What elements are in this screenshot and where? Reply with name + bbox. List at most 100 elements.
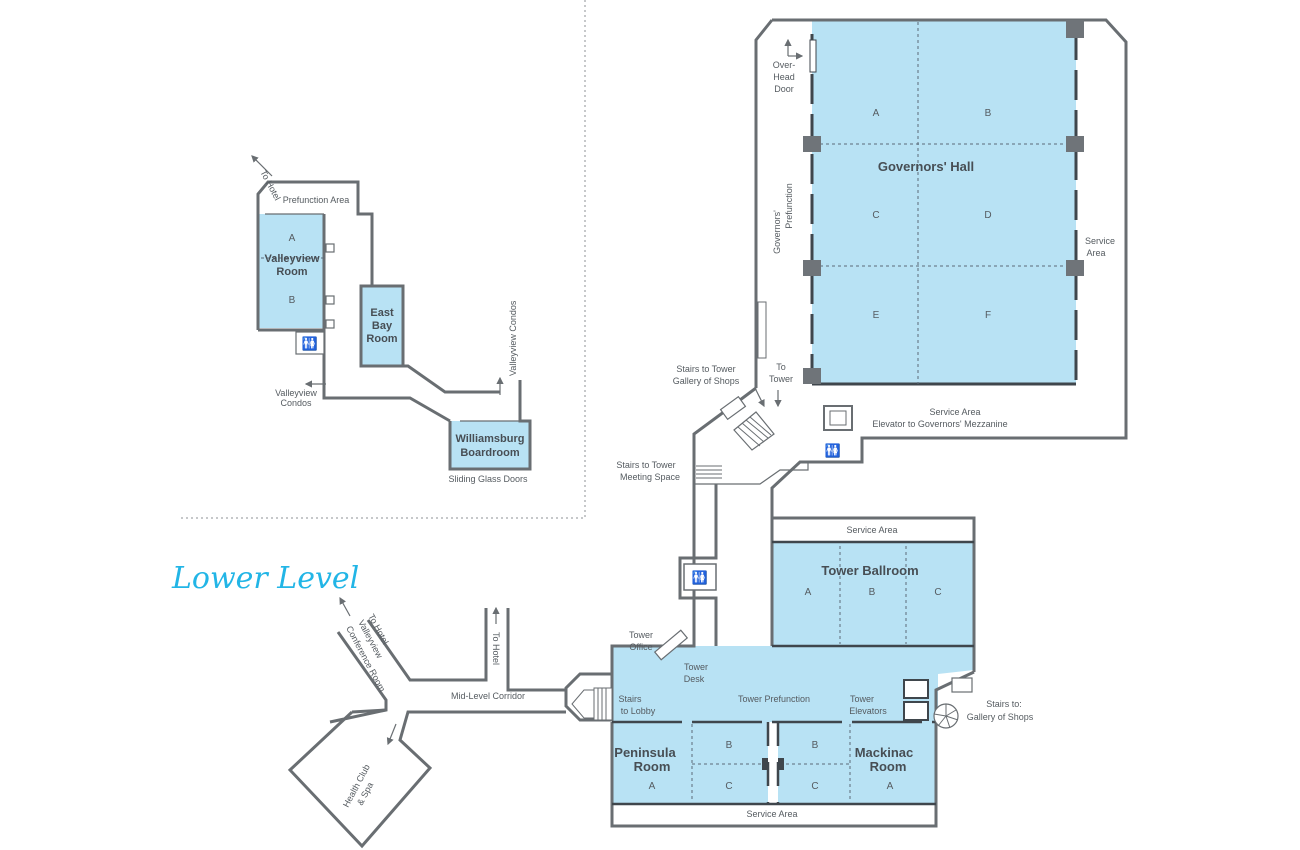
ballroom-section-a: A [805, 587, 812, 598]
pillar-4 [1066, 260, 1084, 276]
gov-section-f: F [985, 310, 991, 321]
corridor-wall-upper [403, 364, 500, 394]
governors-prefunction-label-2: Prefunction [784, 183, 794, 229]
governors-prefunction-label-1: Governors' [772, 210, 782, 254]
east-bay-name-2: Bay [372, 320, 393, 332]
valleyview-wall [256, 180, 374, 330]
valleyview-condos-label-2: Condos [280, 398, 312, 408]
gov-section-a: A [873, 108, 880, 119]
valleyview-condos-vertical-label: Valleyview Condos [508, 300, 518, 376]
peninsula-name-1: Peninsula [614, 745, 676, 760]
restroom-lower [295, 331, 325, 355]
ballroom-section-b: B [869, 587, 876, 598]
peninsula-section-b: B [726, 740, 733, 751]
williamsburg-name-2: Boardroom [460, 447, 520, 459]
peninsula-room-area[interactable] [612, 722, 768, 804]
governors-outer-wall [770, 18, 1128, 518]
valleyview-section-a: A [289, 233, 296, 244]
pillar-3 [803, 260, 821, 276]
to-tower-label-2: Tower [769, 374, 793, 384]
ballroom-service-area: Service Area [846, 525, 897, 535]
pillar-6 [1066, 20, 1084, 38]
to-hotel-diagonal-arrow-icon [339, 596, 351, 617]
gallery-stairs-icon [719, 395, 775, 451]
to-hotel-arrow-icon [251, 155, 273, 177]
tower-elevators-icon [903, 677, 973, 721]
mackinac-name-2: Room [870, 759, 907, 774]
tower-stairs-gallery-label-2: Gallery of Shops [967, 712, 1034, 722]
mackinac-room-area[interactable] [778, 722, 936, 804]
valleyview-door-1 [325, 243, 335, 253]
peninsula-section-a: A [649, 781, 656, 792]
service-area-right-2: Area [1086, 248, 1105, 258]
tower-prefunction-area[interactable] [612, 646, 974, 722]
service-area-governors: Service Area [929, 407, 980, 417]
mackinac-section-a: A [887, 781, 894, 792]
corridor-junction-wall [351, 708, 387, 714]
tower-office-label-1: Tower [629, 630, 653, 640]
valleyview-name-1: Valleyview [264, 253, 319, 265]
governors-air-walls [810, 30, 1078, 384]
tower-desk-icon [653, 629, 689, 661]
east-bay-room-area[interactable] [361, 286, 403, 366]
governors-left-wall [754, 19, 774, 388]
stairs-meeting-label-1: Stairs to Tower [616, 460, 675, 470]
gallery-corridor-left-wall [692, 386, 757, 646]
tower-prefunction-label: Tower Prefunction [738, 694, 810, 704]
lower-level-inset: 🚻 To Hotel Prefunction Area A Valleyview… [178, 0, 586, 519]
tower-desk-label-2: Desk [684, 674, 705, 684]
governors-hall-name: Governors' Hall [878, 159, 974, 174]
valleyview-door-2 [325, 295, 335, 305]
meeting-space-stair-wall [694, 462, 809, 485]
stairs-meeting-label-2: Meeting Space [620, 472, 680, 482]
restroom-tower [683, 563, 717, 591]
restroom-governors-icon: 🚻 [825, 443, 841, 459]
pillar-2 [1066, 136, 1084, 152]
overhead-door-icon [809, 39, 817, 73]
stairs-lobby-label-1: Stairs [618, 694, 642, 704]
lobby-stairs-icon [571, 687, 613, 721]
east-bay-name-3: Room [366, 333, 397, 345]
valleyview-condos-label-1: Valleyview [275, 388, 317, 398]
corridor-upper-walls [329, 608, 566, 724]
to-hotel-mid-label: To Hotel [491, 632, 501, 665]
tower-desk-label-1: Tower [684, 662, 708, 672]
governors-hall-area[interactable] [812, 20, 1076, 384]
tower-elevators-label-1: Tower [850, 694, 874, 704]
tower-ballroom-area[interactable] [772, 542, 974, 646]
tower-stairs-gallery-label-1: Stairs to: [986, 699, 1022, 709]
mackinac-section-b: B [812, 740, 819, 751]
east-bay-name-1: East [370, 307, 394, 319]
peninsula-name-2: Room [634, 759, 671, 774]
corridor-wall-lower [322, 330, 451, 423]
stairs-gallery-arrow-icon [755, 389, 765, 408]
pillar-1 [803, 136, 821, 152]
tower-bottom-outer-wall [610, 670, 975, 828]
tower-office-label-2: Office [629, 642, 652, 652]
gov-section-e: E [873, 310, 880, 321]
restroom-tower-icon: 🚻 [692, 570, 708, 586]
governors-hall-block: Governors' Hall A B C D E F Over- Head D… [616, 18, 1128, 646]
corridor-lower-walls [287, 710, 566, 849]
health-club-arrow-icon [386, 723, 397, 746]
tower-corridor-right [678, 484, 718, 646]
valleyview-name-2: Room [276, 266, 307, 278]
tower-service-area-label: Service Area [746, 809, 797, 819]
pillar-5 [803, 368, 821, 384]
sliding-glass-doors-label: Sliding Glass Doors [448, 474, 528, 484]
stairs-gallery-label-2: Gallery of Shops [673, 376, 740, 386]
stair-vent-icon [757, 301, 767, 359]
ballroom-outer-wall [772, 516, 976, 672]
overhead-door-label-1: Over- [773, 60, 796, 70]
williamsburg-boardroom-area[interactable] [450, 421, 530, 469]
service-area-right-1: Service [1085, 236, 1115, 246]
to-tower-label-1: To [776, 362, 786, 372]
to-hotel-label: To Hotel [258, 168, 282, 202]
meeting-space-stairs-icon [696, 465, 722, 479]
restroom-icon: 🚻 [302, 336, 318, 352]
gov-section-b: B [985, 108, 992, 119]
valleyview-room-area[interactable] [258, 214, 324, 328]
tower-elevators-label-2: Elevators [849, 706, 887, 716]
gov-section-d: D [984, 210, 991, 221]
